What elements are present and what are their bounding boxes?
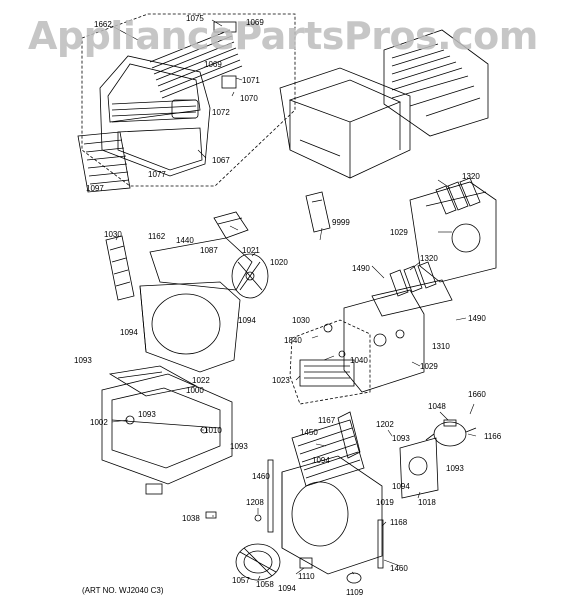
part-label: 1070 bbox=[240, 94, 258, 103]
part-label: 1067 bbox=[212, 156, 230, 165]
part-label: 1320 bbox=[420, 254, 438, 263]
watermark: AppliancePartsPros.com bbox=[28, 14, 538, 58]
blower-scroll bbox=[281, 455, 383, 575]
condenser-fan bbox=[231, 253, 269, 299]
part-label: 9999 bbox=[332, 218, 350, 227]
part-label: 1460 bbox=[252, 472, 270, 481]
front-grille bbox=[99, 55, 211, 177]
part-label: 1662 bbox=[94, 20, 112, 29]
part-label: 1040 bbox=[350, 356, 368, 365]
part-label: 1208 bbox=[246, 498, 264, 507]
motor-mount bbox=[213, 211, 249, 239]
part-label: 1069 bbox=[246, 18, 264, 27]
part-label: 1000 bbox=[186, 386, 204, 395]
part-label: 1094 bbox=[392, 482, 410, 491]
part-label: 1021 bbox=[242, 246, 260, 255]
part-label: 1202 bbox=[376, 420, 394, 429]
heater-1167 bbox=[337, 411, 361, 459]
part-label: 1029 bbox=[420, 362, 438, 371]
part-label: 1310 bbox=[432, 342, 450, 351]
part-label: 1320 bbox=[462, 172, 480, 181]
blower-housing bbox=[139, 237, 253, 373]
part-label: 1077 bbox=[148, 170, 166, 179]
part-label: 1440 bbox=[176, 236, 194, 245]
part-label: 1093 bbox=[230, 442, 248, 451]
part-label: 1840 bbox=[284, 336, 302, 345]
partition-panel bbox=[409, 177, 497, 283]
part-label: 1109 bbox=[346, 588, 364, 597]
art-number: (ART NO. WJ2040 C3) bbox=[82, 586, 164, 595]
part-label: 1010 bbox=[204, 426, 222, 435]
part-label: 1094 bbox=[120, 328, 138, 337]
part-label: 1093 bbox=[446, 464, 464, 473]
part-label: 1019 bbox=[376, 498, 394, 507]
part-label: 1490 bbox=[352, 264, 370, 273]
leader-lines bbox=[111, 19, 477, 581]
control-group-frame bbox=[289, 319, 371, 405]
part-label: 1018 bbox=[418, 498, 436, 507]
cabinet-case bbox=[279, 67, 411, 179]
part-label: 1075 bbox=[186, 14, 204, 23]
left-vane bbox=[105, 235, 135, 301]
part-label: 1093 bbox=[74, 356, 92, 365]
bracket-1320 bbox=[371, 261, 453, 317]
part-label: 1167 bbox=[318, 416, 336, 425]
part-label: 1030 bbox=[104, 230, 122, 239]
louvers bbox=[149, 21, 243, 99]
blower-wheel bbox=[235, 543, 281, 581]
part-label: 1097 bbox=[86, 184, 104, 193]
part-label: 1071 bbox=[242, 76, 260, 85]
motor-shroud bbox=[399, 437, 439, 499]
part-label: 1168 bbox=[390, 518, 408, 527]
part-label: 1162 bbox=[148, 232, 166, 241]
seal-strips bbox=[267, 459, 384, 569]
part-label: 1038 bbox=[182, 514, 200, 523]
air-filter bbox=[77, 131, 131, 193]
part-label: 1023 bbox=[272, 376, 290, 385]
part-label: 1058 bbox=[256, 580, 274, 589]
part-label: 1029 bbox=[390, 228, 408, 237]
part-label: 1093 bbox=[138, 410, 156, 419]
part-label: 1110 bbox=[298, 572, 315, 581]
part-label: 1002 bbox=[90, 418, 108, 427]
part-label: 1490 bbox=[468, 314, 486, 323]
part-label: 1660 bbox=[468, 390, 486, 399]
part-label: 1460 bbox=[390, 564, 408, 573]
part-label: 1020 bbox=[270, 258, 288, 267]
part-label: 1094 bbox=[238, 316, 256, 325]
part-label: 1030 bbox=[292, 316, 310, 325]
part-label: 1069 bbox=[204, 60, 222, 69]
part-label: 1087 bbox=[200, 246, 218, 255]
base-pan bbox=[101, 373, 233, 495]
part-label: 1450 bbox=[300, 428, 318, 437]
part-label: 1022 bbox=[192, 376, 210, 385]
drain-tray bbox=[108, 365, 198, 397]
part-label: 1048 bbox=[428, 402, 446, 411]
control-panel bbox=[343, 289, 425, 393]
part-label: 1166 bbox=[484, 432, 502, 441]
control-parts bbox=[299, 323, 355, 387]
rear-grille bbox=[383, 29, 489, 137]
part-label: 1057 bbox=[232, 576, 250, 585]
evaporator-coil bbox=[291, 419, 365, 487]
part-label: 1094 bbox=[312, 456, 330, 465]
instruction-sheet bbox=[305, 191, 331, 233]
fan-motor bbox=[425, 419, 477, 447]
part-label: 1094 bbox=[278, 584, 296, 593]
part-label: 1093 bbox=[392, 434, 410, 443]
part-label: 1072 bbox=[212, 108, 230, 117]
